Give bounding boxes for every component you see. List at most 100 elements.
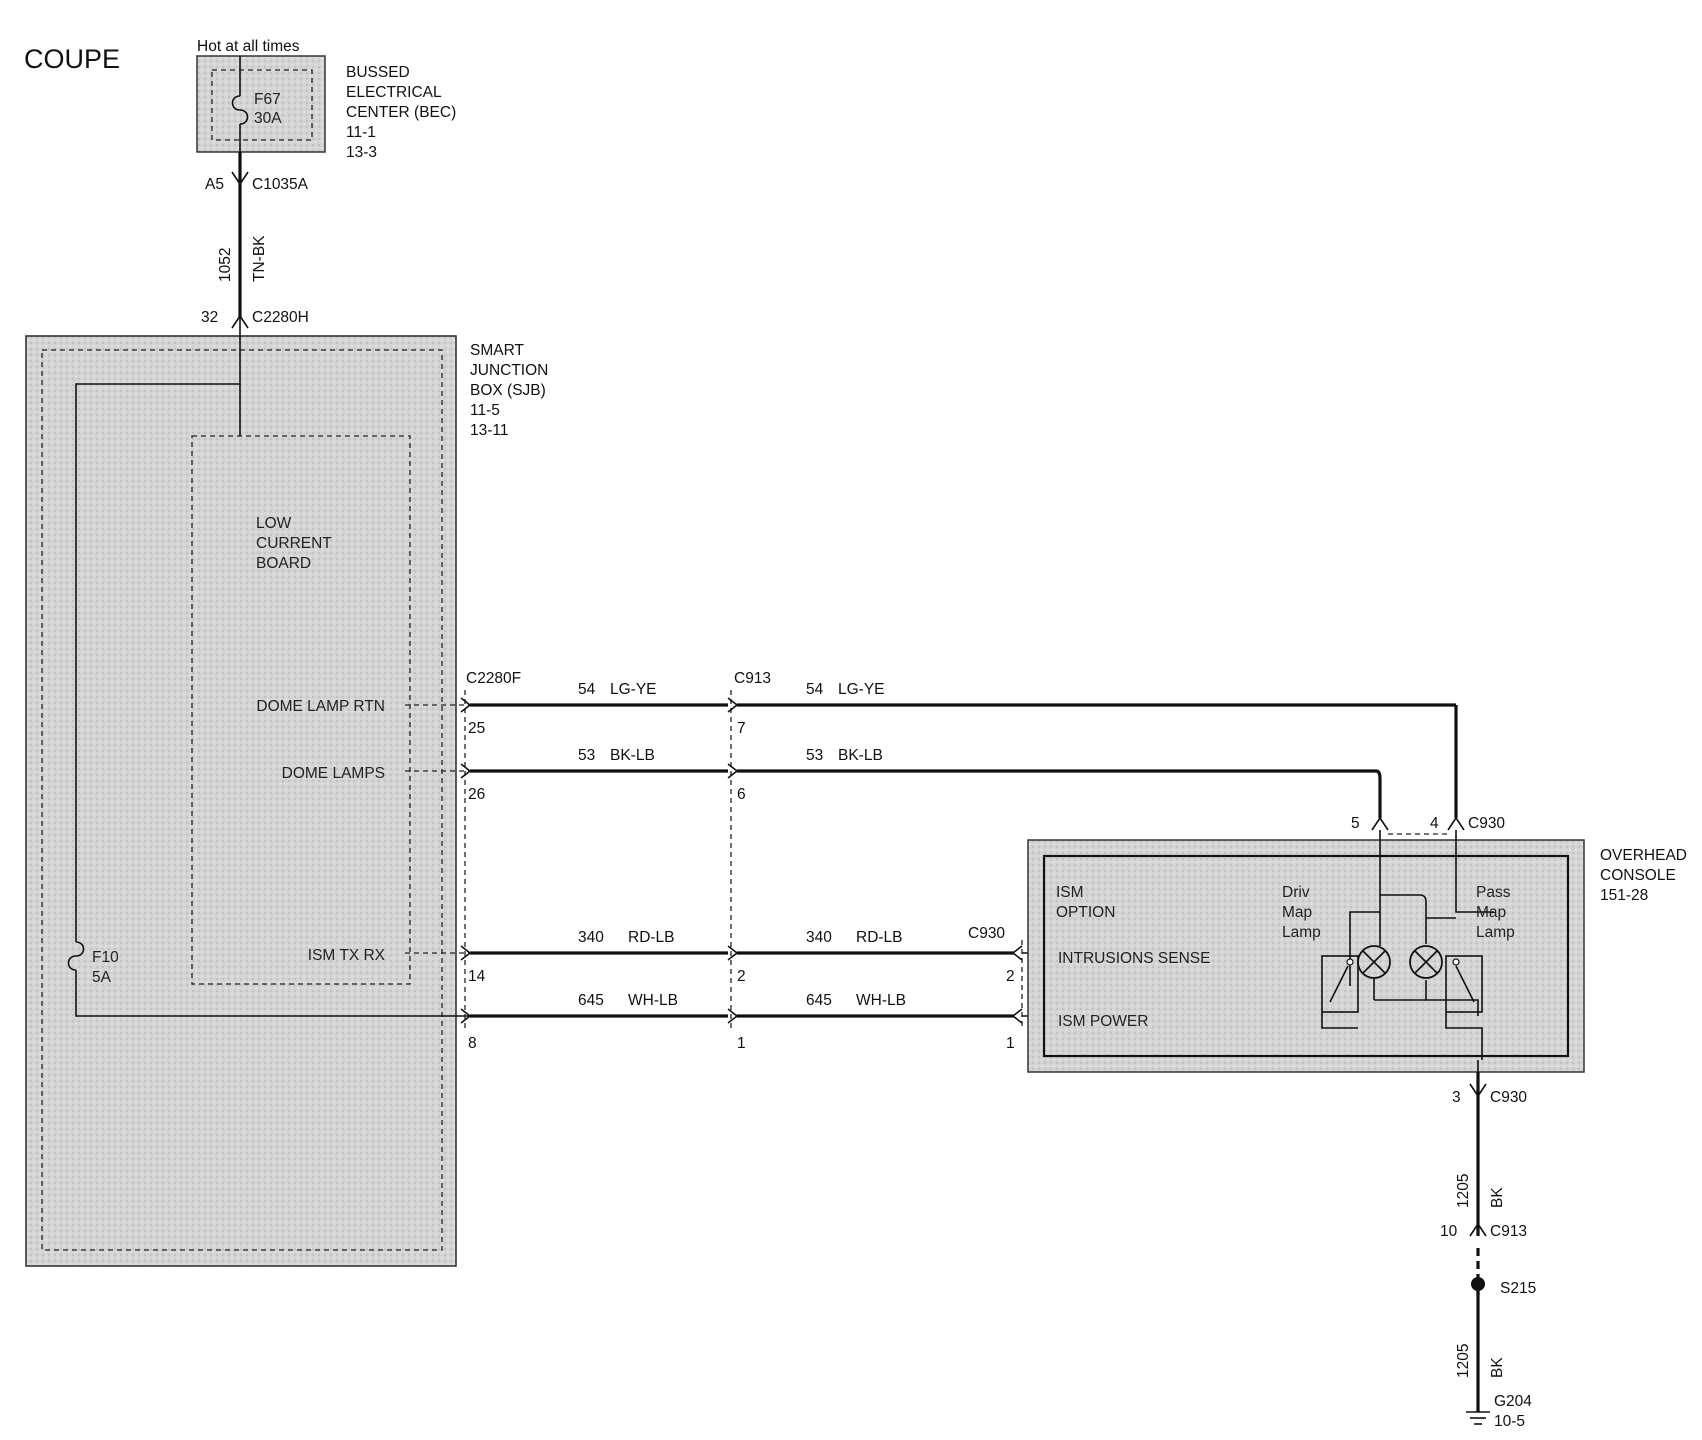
console-pin-4: 4	[1430, 815, 1439, 832]
low-current-board-box	[191, 435, 411, 985]
wire-1052-color: TN-BK	[251, 235, 268, 282]
circuit-340-number-b: 340	[806, 929, 832, 946]
pass-lamp-line-3: Lamp	[1476, 924, 1515, 941]
connector-c2280f-label: C2280F	[466, 670, 521, 687]
ground-g204-icon	[1466, 1411, 1490, 1425]
circuit-54-color-b: LG-YE	[838, 681, 885, 698]
circuit-645-row: 645 WH-LB 645 WH-LB 8 1 1	[460, 992, 1044, 1052]
connector-c1035a-label: C1035A	[252, 176, 309, 193]
fuse-f67-rating: 30A	[254, 110, 282, 127]
ground-path: 3 C930 1205 BK 10 C913 S215 1205 BK G204…	[1440, 1060, 1536, 1430]
circuit-645-sjb-pin: 8	[468, 1035, 477, 1052]
sjb-box	[25, 335, 457, 1267]
sjb-block: LOW CURRENT BOARD F10 5A DOME LAMP RTN D…	[25, 318, 548, 1267]
bec-name-line-2: ELECTRICAL	[346, 84, 442, 101]
bec-name-line-5: 13-3	[346, 144, 377, 161]
circuit-54-c913-pin: 7	[737, 720, 746, 737]
circuit-53-number-a: 53	[578, 747, 595, 764]
hot-at-all-times-label: Hot at all times	[197, 38, 300, 55]
ism-power-label: ISM POWER	[1058, 1013, 1148, 1030]
fuse-f67-icon	[231, 95, 249, 125]
signal-dome-lamps: DOME LAMPS	[282, 765, 385, 782]
sjb-pin-32: 32	[201, 309, 218, 326]
circuit-53-row: 53 BK-LB 53 BK-LB 26 6	[460, 747, 1382, 818]
circuit-340-color-b: RD-LB	[856, 929, 903, 946]
fuse-f10-icon	[67, 941, 85, 971]
splice-s215-icon	[1471, 1277, 1485, 1291]
wire-1052-circuit: 1052	[217, 248, 234, 282]
bec-name-line-1: BUSSED	[346, 64, 410, 81]
console-c930-side-label: C930	[968, 925, 1005, 942]
bec-pin-a5: A5	[205, 176, 224, 193]
circuit-645-console-pin: 1	[1006, 1035, 1015, 1052]
board-line-1: LOW	[256, 515, 292, 532]
overhead-console-block: 5 4 C930 ISM OPTION INTRUSIONS SENSE ISM…	[1027, 815, 1687, 1073]
circuit-53-color-b: BK-LB	[838, 747, 883, 764]
connector-c930-bottom-label: C930	[1490, 1089, 1527, 1106]
bec-name-line-3: CENTER (BEC)	[346, 104, 456, 121]
pass-lamp-switch	[1445, 955, 1483, 1013]
overhead-console-inner	[1042, 854, 1570, 1058]
circuit-54-row: 54 LG-YE 54 LG-YE 25 7	[460, 681, 1458, 818]
circuit-54-number-b: 54	[806, 681, 824, 698]
wire-1205-upper-color: BK	[1489, 1187, 1506, 1208]
ground-g204-ref: 10-5	[1494, 1413, 1525, 1430]
circuit-645-color-a: WH-LB	[628, 992, 678, 1009]
ground-c913-label: C913	[1490, 1223, 1527, 1240]
fuse-f10-rating: 5A	[92, 969, 112, 986]
driv-lamp-switch	[1321, 955, 1359, 1013]
console-name-line-1: OVERHEAD	[1600, 847, 1687, 864]
circuit-53-number-b: 53	[806, 747, 823, 764]
board-line-3: BOARD	[256, 555, 311, 572]
connector-c913-ground-icon	[1469, 1222, 1487, 1237]
circuit-54-number-a: 54	[578, 681, 596, 698]
ism-option-line-2: OPTION	[1056, 904, 1115, 921]
circuit-340-row: 340 RD-LB 340 RD-LB 14 2 2 C930	[460, 925, 1044, 985]
circuit-340-number-a: 340	[578, 929, 604, 946]
console-name-line-3: 151-28	[1600, 887, 1648, 904]
connector-c930-top-label: C930	[1468, 815, 1505, 832]
signal-dome-lamp-rtn: DOME LAMP RTN	[256, 698, 385, 715]
pass-lamp-line-1: Pass	[1476, 884, 1511, 901]
circuit-645-number-a: 645	[578, 992, 604, 1009]
console-pin-3: 3	[1452, 1089, 1461, 1106]
wire-1205-lower-circuit: 1205	[1455, 1344, 1472, 1378]
sjb-name-line-3: BOX (SJB)	[470, 382, 546, 399]
driv-lamp-line-3: Lamp	[1282, 924, 1321, 941]
circuit-53-c913-pin: 6	[737, 786, 746, 803]
bec-fuse-box	[196, 55, 326, 153]
circuit-53-sjb-pin: 26	[468, 786, 485, 803]
circuit-645-number-b: 645	[806, 992, 832, 1009]
bec-block: Hot at all times F67 30A BUSSED ELECTRIC…	[196, 38, 456, 193]
sjb-name-line-2: JUNCTION	[470, 362, 548, 379]
ground-c913-pin: 10	[1440, 1223, 1458, 1240]
driv-lamp-line-1: Driv	[1282, 884, 1310, 901]
connector-c2280h-icon	[231, 314, 249, 329]
sjb-name-line-5: 13-11	[470, 422, 509, 439]
wire-1205-lower-color: BK	[1489, 1357, 1506, 1378]
circuit-340-console-pin: 2	[1006, 968, 1015, 985]
ground-g204-label: G204	[1494, 1393, 1532, 1410]
signal-ism-tx-rx: ISM TX RX	[308, 947, 386, 964]
diagram-title: COUPE	[24, 44, 120, 74]
console-pin-5: 5	[1351, 815, 1360, 832]
board-line-2: CURRENT	[256, 535, 332, 552]
connector-c930-pin4-icon	[1447, 816, 1465, 831]
ism-option-line-1: ISM	[1056, 884, 1084, 901]
circuit-645-c913-pin: 1	[737, 1035, 746, 1052]
fuse-f10-id: F10	[92, 949, 119, 966]
pass-map-lamp-icon	[1409, 945, 1443, 979]
circuit-340-c913-pin: 2	[737, 968, 746, 985]
bec-name-line-4: 11-1	[346, 124, 376, 141]
console-name-line-2: CONSOLE	[1600, 867, 1676, 884]
fuse-f67-id: F67	[254, 91, 281, 108]
circuit-645-color-b: WH-LB	[856, 992, 906, 1009]
circuit-340-sjb-pin: 14	[468, 968, 486, 985]
driv-lamp-line-2: Map	[1282, 904, 1312, 921]
connector-c913-label: C913	[734, 670, 771, 687]
connector-c930-pin5-icon	[1371, 816, 1389, 831]
sjb-name-line-4: 11-5	[470, 402, 500, 419]
splice-s215-label: S215	[1500, 1280, 1536, 1297]
circuit-53-color-a: BK-LB	[610, 747, 655, 764]
connector-c2280h-label: C2280H	[252, 309, 309, 326]
